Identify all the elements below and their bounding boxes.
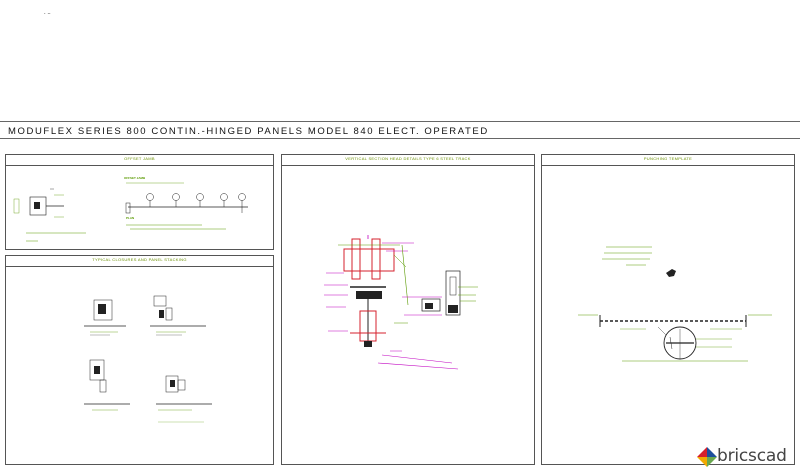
offset-jamb-drawing (13, 182, 248, 242)
plan-label: PLAN (126, 216, 135, 220)
vertical-section-drawing (324, 235, 478, 370)
panel-title: TYPICAL CLOSURES AND PANEL STACKING (92, 257, 187, 262)
bricscad-logo-icon (697, 447, 717, 467)
panel-vertical-section[interactable]: VERTICAL SECTION HEAD DETAILS TYPE 6 STE… (281, 154, 535, 465)
panel-title: PUNCHING TEMPLATE (643, 156, 693, 161)
punching-template-drawing (578, 246, 772, 362)
detail-subtitle: OFFSET JAMB (124, 176, 146, 180)
panel-header: VERTICAL SECTION HEAD DETAILS TYPE 6 STE… (282, 155, 534, 166)
panel-title: VERTICAL SECTION HEAD DETAILS TYPE 6 STE… (345, 156, 471, 161)
corner-marks: . .. (44, 10, 51, 16)
title-block-top-rule (0, 121, 800, 122)
panel-typical-closures[interactable]: TYPICAL CLOSURES AND PANEL STACKING (5, 255, 274, 465)
panel-header: PUNCHING TEMPLATE (542, 155, 794, 166)
bricscad-logo-text: bricscad (717, 446, 787, 466)
sheet-title: MODUFLEX SERIES 800 CONTIN.-HINGED PANEL… (8, 126, 489, 137)
panel-title: OFFSET JAMB (124, 156, 155, 161)
panel-punching-template[interactable]: PUNCHING TEMPLATE (541, 154, 795, 465)
title-block-bottom-rule (0, 138, 800, 139)
closures-drawing (84, 295, 212, 423)
panel-header: TYPICAL CLOSURES AND PANEL STACKING (6, 256, 273, 267)
panel-offset-jamb[interactable]: OFFSET JAMB OFFSET JAMB PLAN (5, 154, 274, 250)
panel-header: OFFSET JAMB (6, 155, 273, 166)
